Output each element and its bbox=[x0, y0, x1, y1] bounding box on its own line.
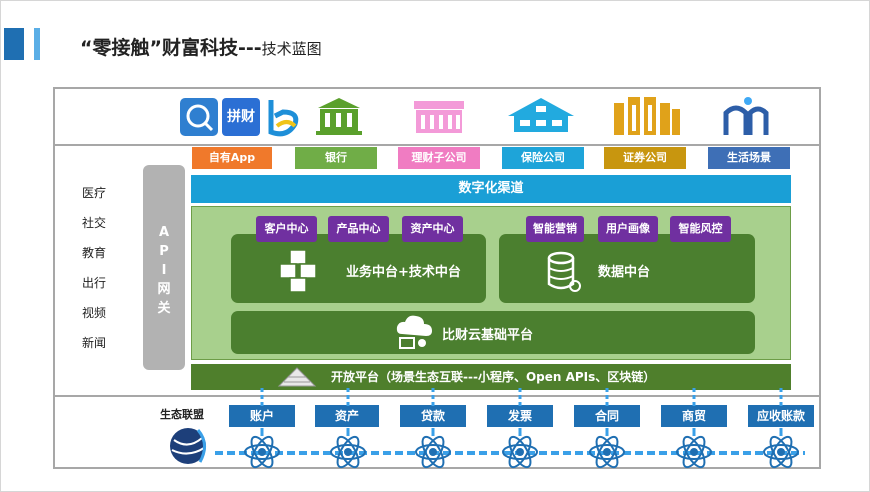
side-item-news: 新闻 bbox=[82, 336, 107, 350]
title-accent-light bbox=[34, 28, 40, 60]
tag-label: 生活场景 bbox=[727, 151, 771, 164]
eco-item-contract: 合同 bbox=[574, 405, 640, 427]
blueprint-frame bbox=[53, 87, 821, 469]
data-platform bbox=[499, 234, 755, 303]
search-icon bbox=[186, 104, 214, 132]
eco-alliance-label: 生态联盟 bbox=[160, 408, 204, 421]
pyramid-icon bbox=[277, 367, 317, 387]
api-char: I bbox=[161, 263, 167, 278]
data-platform-label: 数据中台 bbox=[598, 265, 651, 280]
smart-marketing: 智能营销 bbox=[526, 216, 584, 242]
side-item-social: 社交 bbox=[82, 216, 107, 230]
customer-center: 客户中心 bbox=[256, 216, 317, 242]
user-profile: 用户画像 bbox=[598, 216, 658, 242]
cloud-base-platform bbox=[231, 311, 755, 354]
cubes-icon bbox=[276, 249, 322, 298]
divider-top bbox=[55, 144, 819, 146]
title-accent-dark bbox=[4, 28, 24, 60]
asset-center: 资产中心 bbox=[402, 216, 463, 242]
tag-label: 自有App bbox=[208, 151, 256, 164]
database-icon bbox=[545, 250, 581, 298]
open-platform-label: 开放平台（场景生态互联---小程序、Open APIs、区块链） bbox=[331, 370, 656, 384]
wealth-building-icon bbox=[412, 97, 466, 137]
insurance-house-icon bbox=[506, 96, 576, 136]
tag-bank: 银行 bbox=[295, 147, 377, 169]
b-logo bbox=[265, 96, 301, 138]
bank-building-icon bbox=[314, 96, 364, 136]
eco-item-receivables: 应收账款 bbox=[748, 405, 814, 427]
api-char: P bbox=[159, 244, 169, 259]
side-item-travel: 出行 bbox=[82, 276, 107, 290]
tag-label: 理财子公司 bbox=[411, 151, 467, 164]
api-char: A bbox=[158, 225, 170, 240]
api-gateway: A P I 网 关 bbox=[143, 165, 185, 370]
tag-label: 银行 bbox=[325, 151, 347, 164]
product-center: 产品中心 bbox=[328, 216, 389, 242]
eco-item-trade: 商贸 bbox=[661, 405, 727, 427]
tag-own-app: 自有App bbox=[192, 147, 272, 169]
tag-wealth-sub: 理财子公司 bbox=[398, 147, 480, 169]
title-sub: 技术蓝图 bbox=[261, 40, 322, 58]
side-item-medical: 医疗 bbox=[82, 186, 107, 200]
tag-label: 保险公司 bbox=[521, 151, 565, 164]
eco-item-loan: 贷款 bbox=[400, 405, 466, 427]
api-char: 关 bbox=[157, 301, 171, 316]
side-item-education: 教育 bbox=[82, 246, 107, 260]
securities-building-icon bbox=[612, 95, 682, 137]
cloud-icon bbox=[394, 312, 436, 356]
api-char: 网 bbox=[157, 282, 171, 297]
tag-insurance: 保险公司 bbox=[502, 147, 584, 169]
tag-label: 证券公司 bbox=[623, 151, 667, 164]
tag-securities: 证券公司 bbox=[604, 147, 686, 169]
eco-item-account: 账户 bbox=[229, 405, 295, 427]
side-item-video: 视频 bbox=[82, 306, 107, 320]
eco-item-asset: 资产 bbox=[315, 405, 379, 427]
biz-tech-platform bbox=[231, 234, 486, 303]
open-platform-bar: 开放平台（场景生态互联---小程序、Open APIs、区块链） bbox=[191, 364, 791, 390]
digital-channel-bar: 数字化渠道 bbox=[191, 175, 791, 203]
tag-life-scene: 生活场景 bbox=[708, 147, 790, 169]
pincai-logo: 拼财 bbox=[222, 98, 260, 136]
title-main: “零接触”财富科技--- bbox=[80, 37, 262, 59]
eco-item-invoice: 发票 bbox=[487, 405, 553, 427]
smart-risk-control: 智能风控 bbox=[670, 216, 731, 242]
page-title: “零接触”财富科技---技术蓝图 bbox=[80, 33, 322, 60]
blockchain-chain bbox=[215, 388, 805, 472]
cloud-platform-label: 比财云基础平台 bbox=[442, 328, 534, 343]
globe-icon bbox=[166, 424, 210, 472]
biz-tech-label: 业务中台+技术中台 bbox=[346, 265, 461, 280]
b-logo-icon bbox=[268, 100, 299, 137]
life-scene-logo bbox=[722, 95, 772, 137]
divider-bottom bbox=[55, 395, 819, 397]
search-logo bbox=[180, 98, 218, 136]
